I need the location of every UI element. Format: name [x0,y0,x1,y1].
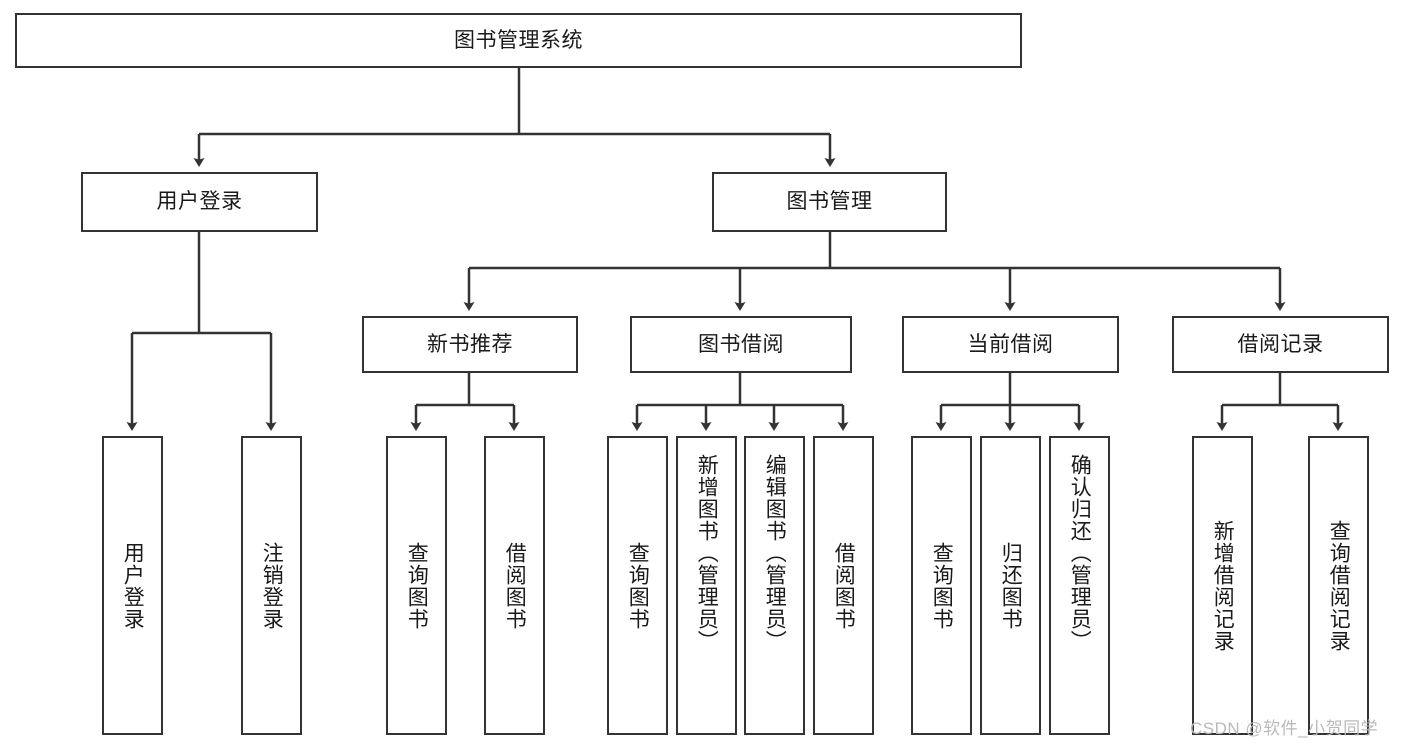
node-user-login[interactable]: 用户登录 [81,172,318,232]
leaf-add-record-label: 新增借阅记录 [1211,519,1235,652]
leaf-add-record[interactable]: 新增借阅记录 [1192,436,1253,735]
leaf-return-book-label: 归还图书 [999,541,1023,630]
node-book-manage[interactable]: 图书管理 [712,172,947,232]
leaf-confirm-return[interactable]: 确认归还（管理员） [1049,436,1110,735]
node-borrow-record-label: 借阅记录 [1237,332,1324,356]
leaf-borrow-book-2-label: 借阅图书 [832,541,856,630]
leaf-user-logout-label: 注销登录 [260,541,284,630]
leaf-query-record-label: 查询借阅记录 [1327,519,1351,652]
node-book-borrow-label: 图书借阅 [698,332,784,356]
node-current-borrow-label: 当前借阅 [967,332,1054,356]
leaf-edit-book[interactable]: 编辑图书（管理员） [744,436,805,735]
leaf-query-book-3[interactable]: 查询图书 [911,436,972,735]
leaf-query-record[interactable]: 查询借阅记录 [1308,436,1369,735]
leaf-edit-book-label: 编辑图书（管理员） [763,454,787,652]
leaf-return-book[interactable]: 归还图书 [980,436,1041,735]
leaf-confirm-return-label: 确认归还（管理员） [1068,454,1092,652]
node-new-book-recommend-label: 新书推荐 [427,332,513,356]
leaf-borrow-book-1[interactable]: 借阅图书 [484,436,545,735]
node-user-login-label: 用户登录 [156,190,243,214]
node-book-borrow[interactable]: 图书借阅 [630,316,852,373]
node-root[interactable]: 图书管理系统 [15,13,1022,68]
node-book-manage-label: 图书管理 [786,190,873,214]
node-root-label: 图书管理系统 [454,28,583,52]
edges-bookmanage-to-level3 [463,232,1286,311]
leaf-borrow-book-1-label: 借阅图书 [503,541,527,630]
leaf-query-book-2[interactable]: 查询图书 [607,436,668,735]
leaf-borrow-book-2[interactable]: 借阅图书 [813,436,874,735]
leaf-user-login[interactable]: 用户登录 [102,436,163,735]
leaf-add-book-label: 新增图书（管理员） [695,454,719,652]
leaf-user-logout[interactable]: 注销登录 [241,436,302,735]
edges-borrow-to-leaves [631,373,849,431]
edges-current-to-leaves [935,373,1085,431]
leaf-add-book[interactable]: 新增图书（管理员） [676,436,737,735]
leaf-user-login-label: 用户登录 [121,541,145,630]
edges-root-to-level2 [193,68,836,167]
leaf-query-book-2-label: 查询图书 [626,541,650,630]
node-borrow-record[interactable]: 借阅记录 [1172,316,1389,373]
edges-recommend-to-leaves [410,373,520,431]
node-new-book-recommend[interactable]: 新书推荐 [362,316,578,373]
edges-userlogin-to-leaves [126,232,277,431]
leaf-query-book-1[interactable]: 查询图书 [386,436,447,735]
edges-record-to-leaves [1216,373,1344,431]
leaf-query-book-1-label: 查询图书 [405,541,429,630]
node-current-borrow[interactable]: 当前借阅 [902,316,1119,373]
leaf-query-book-3-label: 查询图书 [930,541,954,630]
